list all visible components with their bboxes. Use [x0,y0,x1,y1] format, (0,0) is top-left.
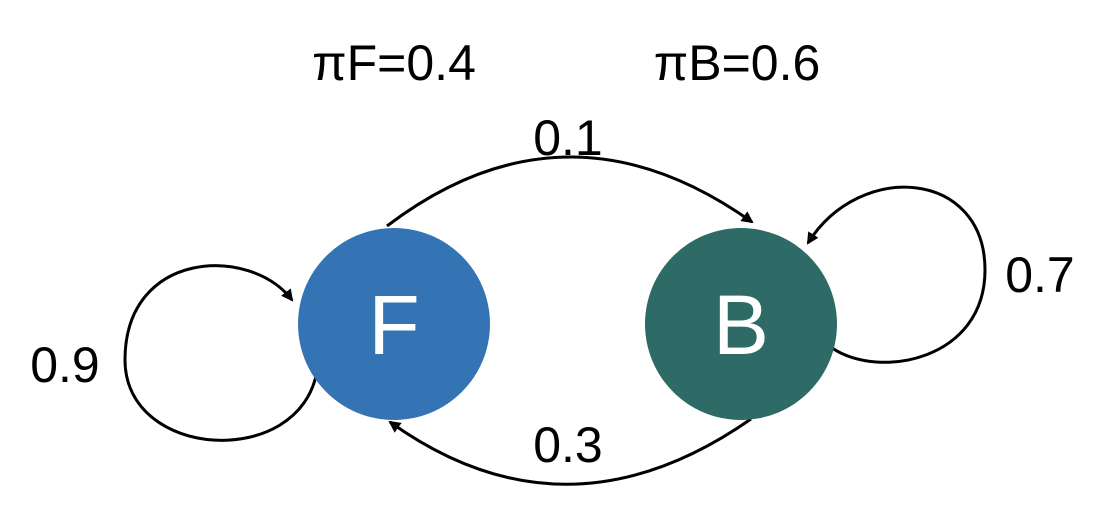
self-loop-f [123,264,319,442]
state-f-circle [298,228,490,420]
prior-f-label: πF=0.4 [312,35,476,91]
state-b-node: B [645,228,837,420]
state-f-node: F [298,228,490,420]
prior-b-label: πB=0.6 [654,35,821,91]
state-f-label: F [368,278,419,372]
self-loop-f-label: 0.9 [30,337,100,393]
state-b-label: B [713,278,769,372]
self-loop-b [806,185,987,364]
edge-f-to-b [386,155,754,228]
self-loop-b-label: 0.7 [1005,247,1075,303]
edge-b-to-f [388,417,752,486]
state-b-circle [645,228,837,420]
edge-f-to-b-label: 0.1 [533,110,603,166]
edge-b-to-f-label: 0.3 [533,417,603,473]
